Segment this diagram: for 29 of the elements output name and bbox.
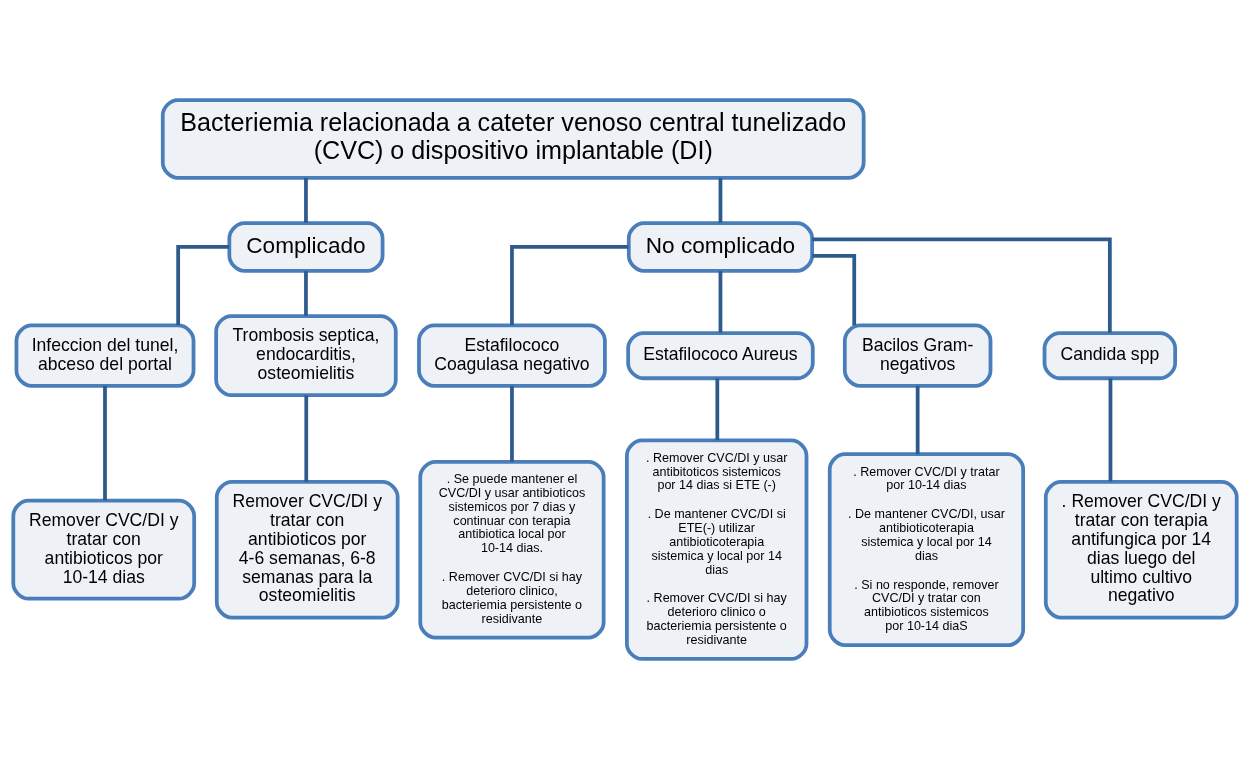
connector: [715, 377, 720, 440]
node-box: Infeccion del tunel, abceso del portal: [14, 323, 196, 388]
connector: [1108, 377, 1113, 481]
connector: [812, 253, 857, 325]
node-box: Trombosis septica, endocarditis, osteomielitis: [214, 313, 398, 397]
node-box: Bacteriemia relacionada a cateter venoso central tunelizado (CVC) o dispositivo implantable (DI): [160, 97, 866, 180]
node-box: Remover CVC/DI y tratar con antibioticos por 10-14 dias: [11, 498, 197, 601]
connector: [812, 237, 1112, 333]
connector: [304, 394, 309, 482]
connector: [718, 177, 723, 223]
connector: [510, 385, 514, 462]
node-box: . Remover CVC/DI y usar antibitoticos sistemicos por 14 dias si ETE (-) . De mantener CVC/DI si ETE(-) utilizar antibioticoterapia sistemica y local por 14 dias . Remover CVC/DI si hay deterioro clinico o bacteriemia persistente o residivante: [625, 438, 809, 661]
node-box: Candida spp: [1042, 330, 1178, 380]
node-box: Complicado: [227, 220, 385, 273]
node-box: Estafilococo Coagulasa negativo: [417, 323, 607, 388]
connector: [510, 244, 629, 325]
node-box: . Se puede mantener el CVC/DI y usar antibioticos sistemicos por 7 dias y continuar con terapia antibiotica local por 10-14 dias. . Remover CVC/DI si hay deterioro clinico, bacteriemia persistente o residivante: [418, 459, 606, 639]
node-box: No complicado: [626, 220, 815, 273]
connector: [718, 270, 723, 333]
connector: [304, 270, 308, 316]
node-box: Remover CVC/DI y tratar con antibioticos por 4-6 semanas, 6-8 semanas para la osteomielitis: [214, 479, 400, 619]
connector: [304, 177, 308, 223]
node-box: Estafilococo Aureus: [626, 330, 815, 380]
connector: [915, 385, 920, 454]
node-box: . Remover CVC/DI y tratar con terapia antifungica por 14 dias luego del ultimo cultivo negativo: [1043, 479, 1239, 619]
connector: [176, 244, 230, 325]
node-box: . Remover CVC/DI y tratar por 10-14 dias . De mantener CVC/DI, usar antibioticoterapia sistemica y local por 14 dias . Si no responde, remover CVC/DI y tratar con antibioticos sistemicos por 10-14 diaS: [827, 451, 1026, 647]
node-box: Bacilos Gram-negativos: [842, 323, 993, 388]
connector: [103, 385, 107, 500]
